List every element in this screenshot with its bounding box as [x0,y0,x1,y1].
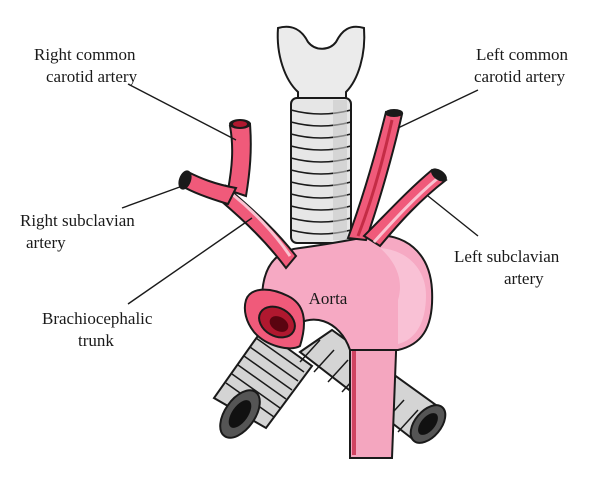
label-brachiocephalic-1: Brachiocephalic [42,309,153,328]
label-brachiocephalic-2: trunk [78,331,114,350]
leader-left-subclavian [427,195,479,237]
aorta: Aorta [243,234,434,459]
label-right-subclavian-2: artery [26,233,66,252]
left-common-carotid-artery [346,109,404,242]
leader-right-subclavian [121,183,189,209]
label-left-common-carotid-2: carotid artery [474,67,566,86]
label-left-subclavian-1: Left subclavian [454,247,560,266]
left-subclavian-artery [362,168,448,248]
bronchi [212,328,447,444]
leader-left-common-carotid [397,89,479,129]
trachea [276,25,366,244]
label-left-subclavian-2: artery [504,269,544,288]
label-right-common-carotid-1: Right common [34,45,136,64]
right-main-bronchus [212,328,314,439]
ascending-aorta-opening [243,288,305,350]
right-subclavian-artery [178,170,238,206]
right-common-carotid-artery [226,119,252,198]
label-left-common-carotid-1: Left common [476,45,569,64]
aorta-label: Aorta [309,289,348,308]
label-right-common-carotid-2: carotid artery [46,67,138,86]
brachiocephalic-trunk [218,184,298,270]
thyroid-cartilage [276,25,366,101]
label-right-subclavian-1: Right subclavian [20,211,135,230]
leader-right-common-carotid [127,83,237,141]
leader-lines [121,83,479,305]
leader-brachiocephalic [127,217,253,305]
